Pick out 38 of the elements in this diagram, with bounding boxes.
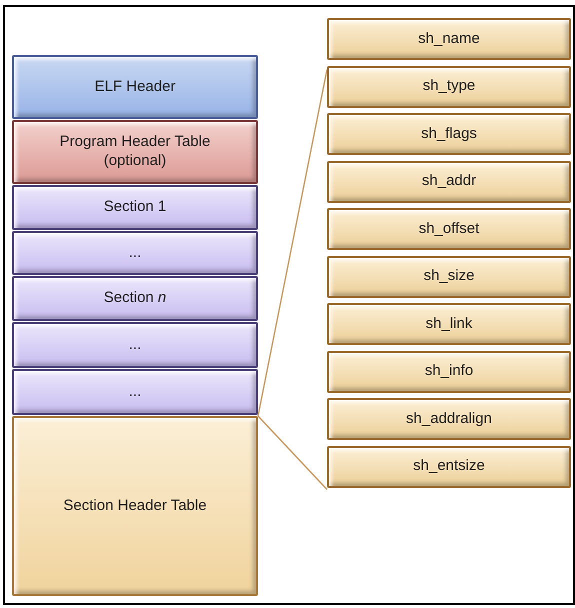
block-label: Section Header Table	[63, 496, 207, 516]
section-block	[12, 369, 258, 415]
leader-line	[257, 69, 328, 416]
block-label: sh_addralign	[406, 410, 492, 428]
section-block	[12, 416, 258, 596]
block-label: ELF Header	[94, 78, 176, 96]
block-label: sh_link	[426, 314, 472, 334]
block-label: ...	[128, 382, 142, 402]
field-bar	[327, 66, 571, 108]
field-bar	[327, 113, 571, 155]
block-label: sh_flags	[421, 124, 477, 144]
field-bar	[327, 398, 571, 440]
leader-line	[258, 416, 328, 490]
block-label: sh_info	[424, 362, 474, 381]
field-bar	[327, 350, 571, 392]
field-bar	[327, 303, 571, 345]
block-label: sh_addr	[422, 172, 476, 191]
section-block	[12, 276, 258, 321]
section-block	[12, 185, 258, 230]
block-label: ...	[128, 244, 142, 262]
section-block	[12, 120, 258, 184]
block-label: sh_offset	[418, 220, 480, 238]
field-bar	[327, 160, 571, 202]
block-label: sh_size	[424, 267, 474, 286]
block-label: Section 1	[104, 198, 166, 217]
section-block	[12, 322, 258, 368]
block-label: Program Header Table (optional)	[58, 133, 212, 171]
section-block	[12, 231, 258, 275]
block-label: sh_entsize	[413, 457, 485, 476]
block-label: sh_name	[418, 30, 480, 48]
block-label: sh_type	[422, 77, 476, 96]
block-label: ...	[128, 336, 142, 354]
field-bar	[327, 256, 571, 298]
block-label: Section n	[104, 289, 166, 308]
field-bar	[327, 208, 571, 250]
section-block	[12, 55, 258, 119]
field-bar	[327, 18, 571, 60]
field-bar	[327, 446, 571, 488]
